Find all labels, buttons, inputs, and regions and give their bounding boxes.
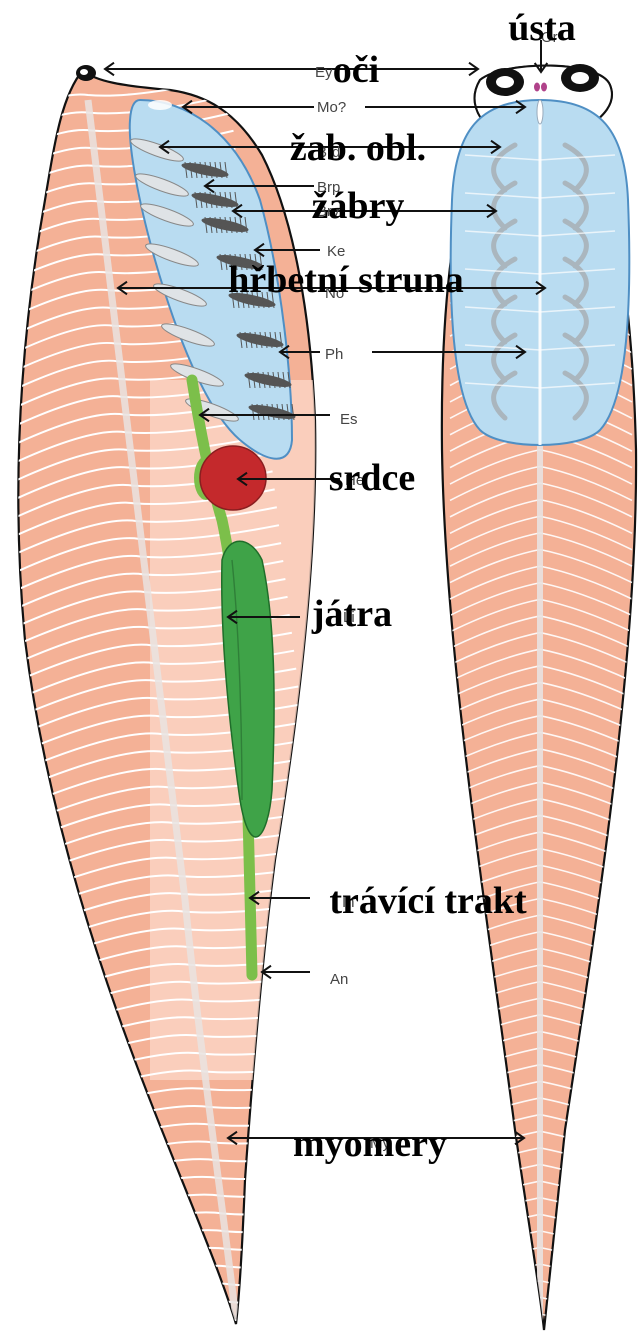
label-myomery: myomery [293, 1123, 447, 1165]
label-srdce: srdce [329, 457, 416, 499]
lateral-eye-highlight [80, 69, 88, 75]
lateral-mouth-opening [148, 100, 172, 110]
myomere-line [450, 1314, 632, 1336]
abbr-es: Es [340, 411, 358, 428]
label-usta: ústa [508, 7, 576, 49]
abbr-ke: Ke [327, 243, 345, 260]
abbr-ph: Ph [325, 346, 343, 363]
label-oci: oči [333, 49, 379, 91]
abbr-mo: Mo? [317, 99, 346, 116]
label-jatra: játra [311, 593, 392, 635]
label-zabry: žábry [312, 185, 405, 227]
label-zab-obl: žab. obl. [290, 127, 426, 169]
abbr-ey: Ey [315, 64, 333, 81]
label-hrbetni-struna: hřbetní struna [228, 259, 463, 301]
ventral-eye-left [486, 68, 524, 96]
ventral-view-body [442, 64, 636, 1336]
ventral-eye-right [561, 64, 599, 92]
label-travici-trakt: trávící trakt [329, 880, 527, 922]
abbr-an: An [330, 971, 348, 988]
ventral-mouth-slit [537, 100, 543, 124]
